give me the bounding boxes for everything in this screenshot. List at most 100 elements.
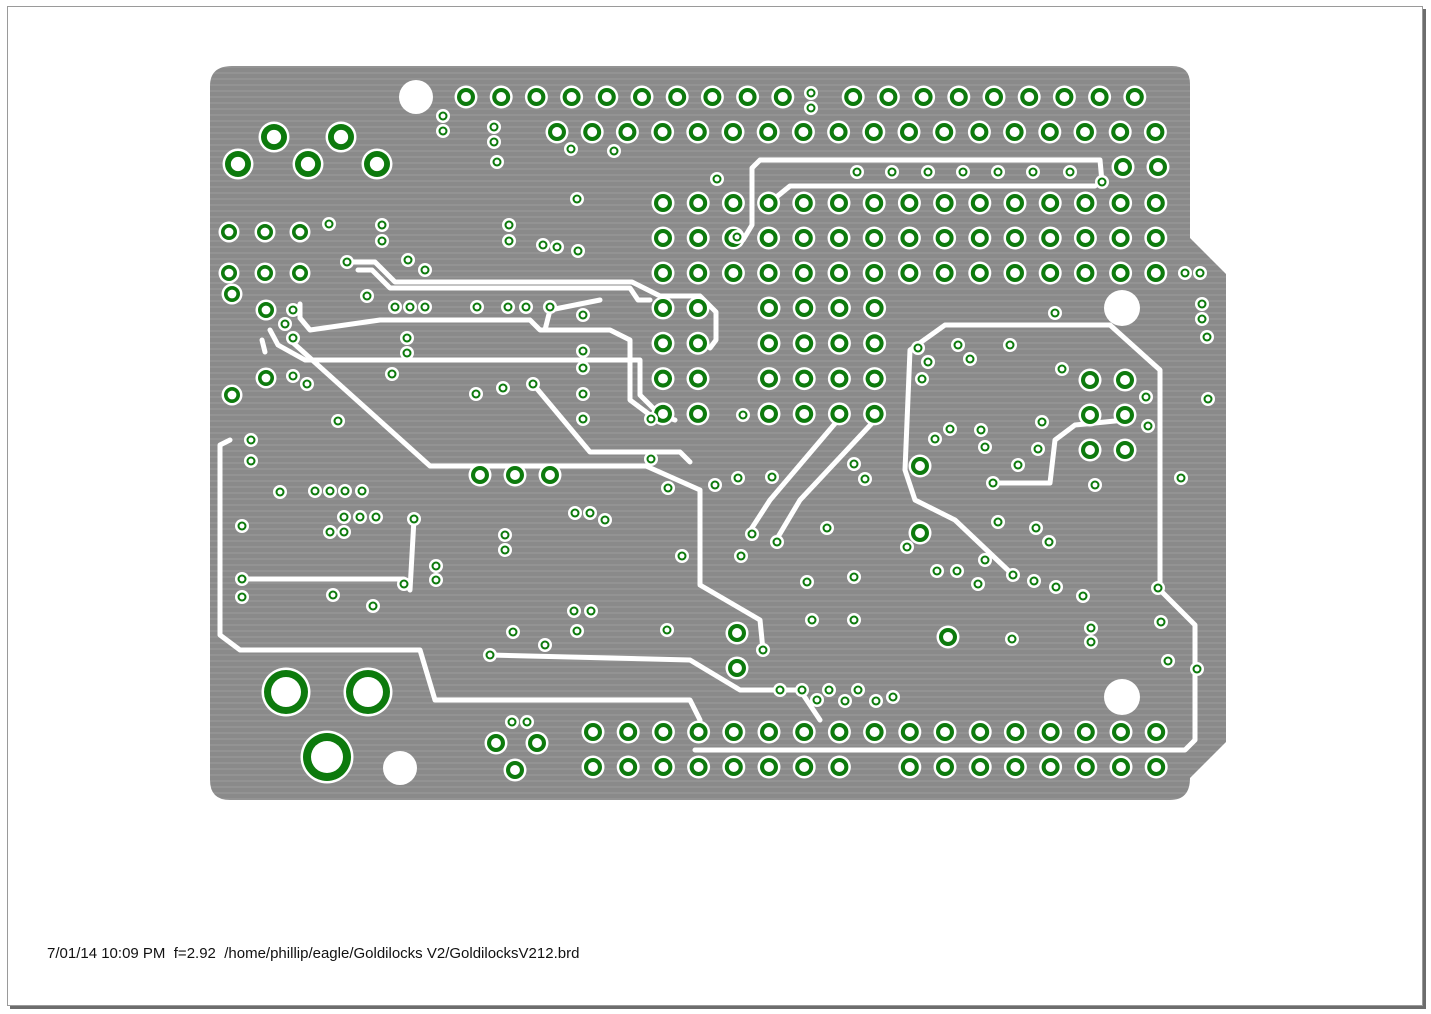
- pad: [792, 402, 816, 426]
- header-pad: [651, 120, 675, 144]
- pad: [651, 367, 675, 391]
- via: [1141, 419, 1155, 433]
- via: [756, 643, 770, 657]
- via: [1174, 471, 1188, 485]
- via: [337, 525, 351, 539]
- via: [736, 408, 750, 422]
- header-pad: [757, 261, 781, 285]
- via: [576, 412, 590, 426]
- via: [1005, 632, 1019, 646]
- via: [1027, 574, 1041, 588]
- via: [1048, 306, 1062, 320]
- header-pad: [1109, 261, 1133, 285]
- pad: [651, 296, 675, 320]
- plot-footer: 7/01/14 10:09 PM f=2.92 /home/phillip/ea…: [47, 945, 579, 962]
- pad: [254, 262, 276, 284]
- mounting-hole: [353, 677, 383, 707]
- header-pad: [792, 261, 816, 285]
- via: [950, 564, 964, 578]
- header-pad: [722, 755, 746, 779]
- header-pad: [615, 120, 639, 144]
- mounting-hole: [399, 80, 433, 114]
- trace: [217, 437, 703, 743]
- via: [1084, 621, 1098, 635]
- header-pad: [1074, 755, 1098, 779]
- header-pad: [651, 755, 675, 779]
- via: [360, 289, 374, 303]
- pad: [686, 331, 710, 355]
- via: [400, 346, 414, 360]
- connector-pad: [292, 148, 324, 180]
- via: [235, 590, 249, 604]
- via: [401, 253, 415, 267]
- connector-pad: [222, 148, 254, 180]
- header-pad: [1017, 85, 1041, 109]
- pad: [218, 221, 240, 243]
- header-pad: [580, 120, 604, 144]
- via: [710, 172, 724, 186]
- via: [483, 648, 497, 662]
- via: [1151, 581, 1165, 595]
- via: [731, 471, 745, 485]
- header-pad: [1143, 120, 1167, 144]
- header-pad: [1109, 755, 1133, 779]
- header-pad: [1073, 226, 1097, 250]
- via: [366, 599, 380, 613]
- via: [235, 519, 249, 533]
- pad: [1111, 155, 1135, 179]
- header-pad: [1003, 120, 1027, 144]
- header-pad: [876, 85, 900, 109]
- via: [1035, 415, 1049, 429]
- via: [418, 300, 432, 314]
- via: [300, 377, 314, 391]
- header-pad: [756, 120, 780, 144]
- via: [520, 715, 534, 729]
- header-pad: [933, 720, 957, 744]
- header-pad: [933, 191, 957, 215]
- pad: [1113, 368, 1137, 392]
- via: [308, 484, 322, 498]
- via: [326, 588, 340, 602]
- via: [943, 422, 957, 436]
- via: [323, 525, 337, 539]
- trace: [745, 417, 841, 537]
- header-pad: [1144, 720, 1168, 744]
- pad: [1078, 438, 1102, 462]
- header-pad: [1039, 720, 1063, 744]
- header-pad: [947, 85, 971, 109]
- via: [418, 263, 432, 277]
- header-pad: [982, 85, 1006, 109]
- header-pad: [827, 755, 851, 779]
- via: [800, 575, 814, 589]
- via: [487, 135, 501, 149]
- header-pad: [1108, 120, 1132, 144]
- connector-pad: [325, 121, 357, 153]
- via: [278, 317, 292, 331]
- header-pad: [581, 755, 605, 779]
- pad: [827, 402, 851, 426]
- via: [978, 440, 992, 454]
- via: [244, 454, 258, 468]
- via: [1049, 580, 1063, 594]
- via: [502, 234, 516, 248]
- via: [607, 144, 621, 158]
- via: [847, 457, 861, 471]
- pad: [792, 296, 816, 320]
- header-pad: [545, 120, 569, 144]
- header-pad: [1038, 261, 1062, 285]
- trace: [530, 381, 693, 465]
- pad: [1113, 403, 1137, 427]
- via: [661, 481, 675, 495]
- header-pad: [1038, 191, 1062, 215]
- header-pad: [827, 191, 851, 215]
- pad: [484, 731, 508, 755]
- via: [838, 694, 852, 708]
- mounting-holes: [271, 80, 1140, 785]
- header-pad: [827, 261, 851, 285]
- via: [1042, 535, 1056, 549]
- trace: [259, 337, 268, 355]
- via: [397, 577, 411, 591]
- via: [1055, 362, 1069, 376]
- pad: [827, 296, 851, 320]
- via: [974, 423, 988, 437]
